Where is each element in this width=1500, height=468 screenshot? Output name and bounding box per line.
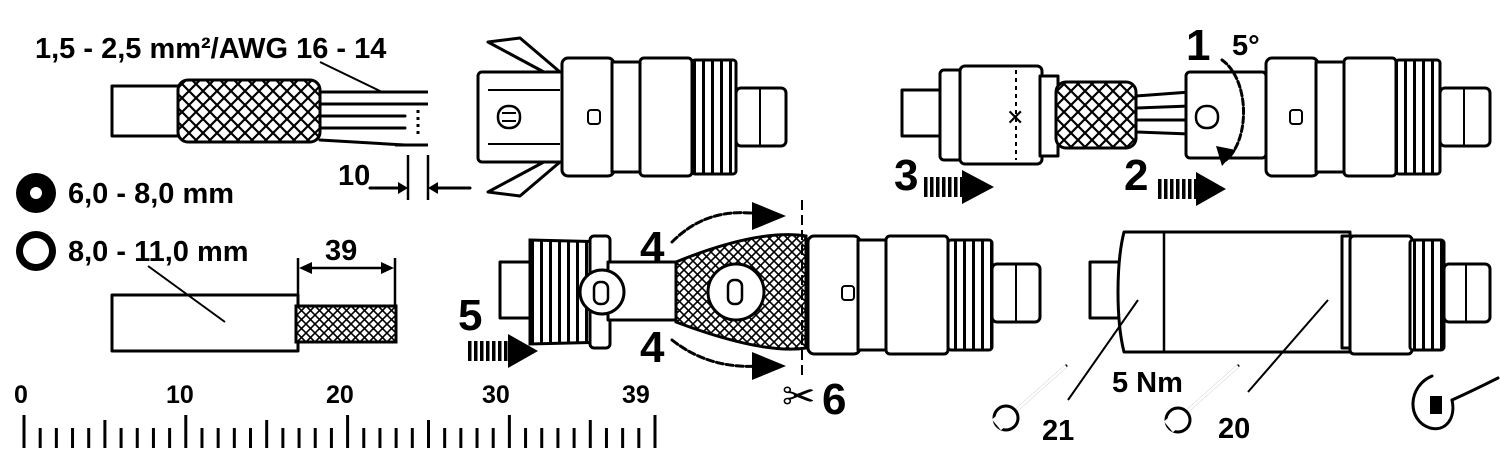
curved-arrow-step4-top [670, 202, 786, 244]
stripped-cable-jacket [110, 258, 398, 353]
wrench-icon-20 [1163, 364, 1240, 434]
wire-cross-section-label: 1,5 - 2,5 mm²/AWG 16 - 14 [35, 33, 386, 65]
hook-wrench-icon [1411, 374, 1500, 431]
hatched-arrow-step2 [1156, 172, 1226, 206]
ruler-label-39: 39 [622, 381, 650, 409]
ruler-label-10: 10 [166, 381, 194, 409]
cut-mark-icon: ✕ [1006, 105, 1024, 130]
ruler-label-30: 30 [482, 381, 510, 409]
seal-small-label: 6,0 - 8,0 mm [68, 178, 234, 210]
connector-top-middle [476, 36, 788, 198]
hatched-arrow-step5 [468, 334, 538, 368]
step-1-number: 1 [1186, 21, 1210, 70]
step-2-number: 2 [1124, 151, 1148, 200]
ruler-label-0: 0 [14, 381, 28, 409]
step-4-bottom-number: 4 [640, 323, 665, 372]
scissors-icon: ✂ [782, 375, 816, 419]
torque-label: 5 Nm [1112, 367, 1183, 399]
assembly-steps-bottom-middle [498, 200, 1042, 376]
hatched-arrow-step3 [922, 170, 994, 204]
jacket-strip-length-label: 39 [325, 235, 357, 267]
step-6-number: 6 [822, 375, 846, 424]
stripped-cable-top [110, 61, 428, 147]
wrench-21-label: 21 [1042, 415, 1074, 447]
assembly-steps-top-right: ✕ [900, 56, 1492, 178]
assembly-tightening-bottom-right [1067, 230, 1492, 401]
strip-length-label: 10 [338, 160, 370, 192]
step-4-top-number: 4 [640, 223, 665, 272]
curved-arrow-step4-bottom [670, 338, 786, 380]
seal-ring-large [16, 231, 56, 271]
step-3-number: 3 [894, 151, 918, 200]
seal-ring-small [16, 173, 56, 213]
wrench-20-label: 20 [1218, 413, 1250, 445]
rotation-angle-label: 5° [1232, 30, 1260, 62]
ruler: 0 10 20 30 39 [14, 381, 657, 448]
wrench-icon-21 [991, 364, 1068, 432]
seal-large-label: 8,0 - 11,0 mm [68, 236, 249, 268]
step-5-number: 5 [458, 291, 482, 340]
ruler-label-20: 20 [326, 381, 354, 409]
strip-length-dimension [368, 155, 472, 200]
